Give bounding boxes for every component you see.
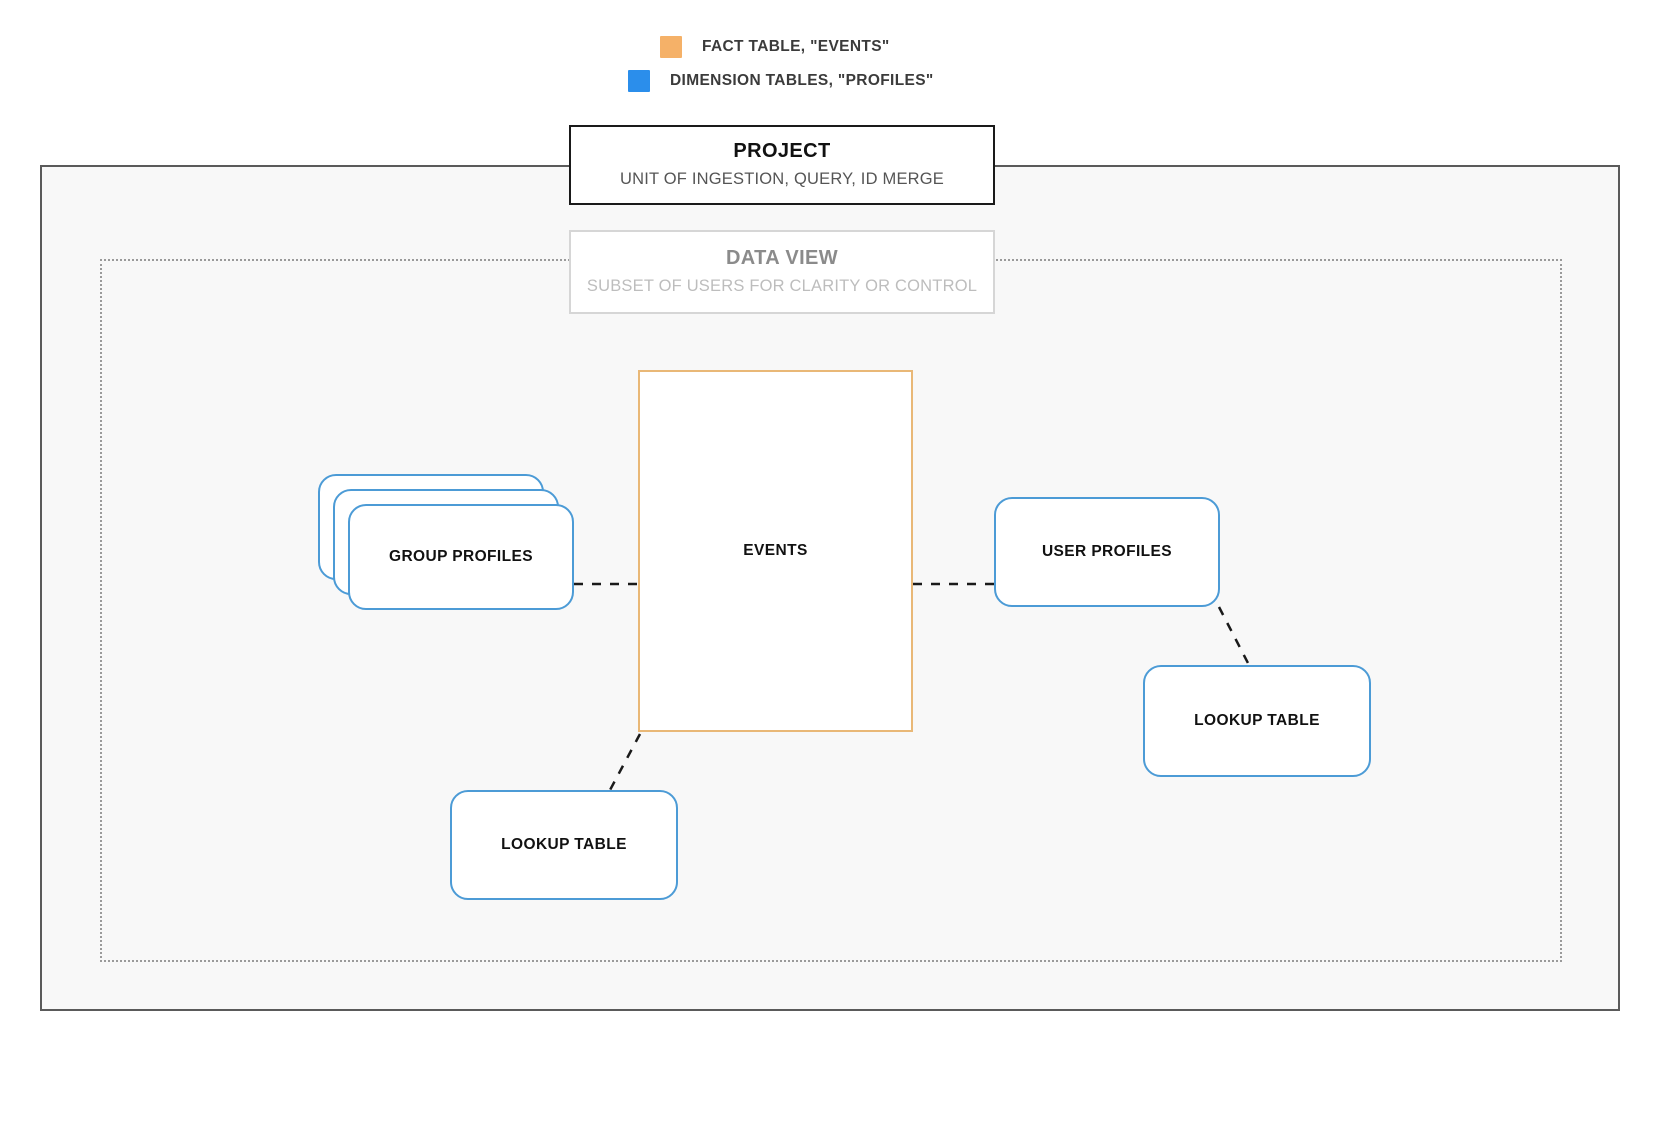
node-user-profiles-label: USER PROFILES [1041, 543, 1173, 560]
project-title: PROJECT [733, 140, 831, 163]
data-view-title: DATA VIEW [725, 247, 839, 270]
legend-item-fact-table-label: FACT TABLE, "EVENTS" [702, 38, 890, 55]
node-group-profiles-label: GROUP PROFILES [389, 548, 533, 565]
node-lookup-table-left-label: LOOKUP TABLE [501, 836, 627, 853]
fact-table-swatch [660, 36, 682, 58]
node-group-profiles[interactable]: GROUP PROFILES [318, 474, 574, 610]
legend-item-dimension-tables-label: DIMENSION TABLES, "PROFILES" [670, 72, 934, 89]
data-view-title-box: DATA VIEW SUBSET OF USERS FOR CLARITY OR… [569, 230, 995, 314]
node-events-label: EVENTS [743, 542, 808, 559]
node-lookup-table-left[interactable]: LOOKUP TABLE [450, 790, 678, 900]
project-subtitle: UNIT OF INGESTION, QUERY, ID MERGE [619, 170, 944, 189]
group-profiles-card-front[interactable]: GROUP PROFILES [348, 504, 574, 610]
legend: FACT TABLE, "EVENTS" DIMENSION TABLES, "… [628, 30, 1350, 98]
node-lookup-table-right[interactable]: LOOKUP TABLE [1143, 665, 1371, 777]
project-title-box: PROJECT UNIT OF INGESTION, QUERY, ID MER… [569, 125, 995, 205]
node-events[interactable]: EVENTS [638, 370, 913, 732]
legend-item-dimension-tables: DIMENSION TABLES, "PROFILES" [628, 64, 1350, 98]
legend-item-fact-table: FACT TABLE, "EVENTS" [650, 30, 1350, 64]
dimension-tables-swatch [628, 70, 650, 92]
node-lookup-table-right-label: LOOKUP TABLE [1194, 712, 1320, 729]
node-user-profiles[interactable]: USER PROFILES [994, 497, 1220, 607]
data-view-subtitle: SUBSET OF USERS FOR CLARITY OR CONTROL [586, 277, 978, 296]
